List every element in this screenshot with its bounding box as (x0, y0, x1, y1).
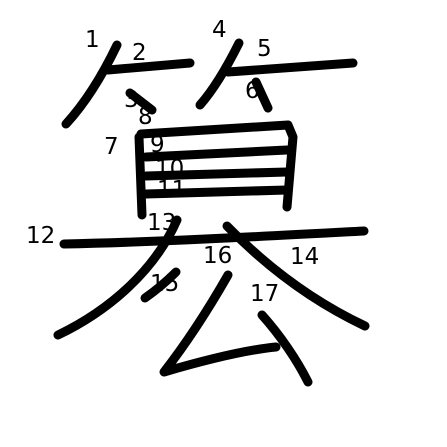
stroke-number-2: 2 (132, 40, 147, 66)
stroke-7 (134, 132, 147, 220)
stroke-4 (195, 38, 244, 110)
stroke-number-11: 11 (157, 177, 186, 203)
stroke-10 (141, 167, 292, 181)
stroke-16 (159, 270, 281, 377)
stroke-number-5: 5 (257, 36, 272, 62)
stroke-number-13: 13 (147, 210, 176, 236)
stroke-number-14: 14 (290, 244, 319, 270)
stroke-12 (59, 226, 369, 249)
stroke-11 (141, 185, 292, 199)
stroke-number-16: 16 (203, 243, 232, 269)
stroke-14 (222, 221, 370, 331)
stroke-15 (140, 267, 181, 303)
stroke-number-15: 15 (150, 271, 179, 297)
stroke-number-17: 17 (250, 281, 279, 307)
stroke-5 (223, 58, 358, 77)
stroke-number-1: 1 (85, 27, 100, 53)
stroke-6 (251, 77, 273, 113)
stroke-3 (125, 88, 157, 115)
stroke-number-labels: 1 2 3 4 5 6 7 8 9 10 11 12 13 14 15 16 1… (26, 17, 319, 307)
stroke-13 (53, 215, 182, 340)
stroke-number-3: 3 (124, 87, 139, 113)
stroke-number-9: 9 (150, 132, 165, 158)
stroke-number-12: 12 (26, 223, 55, 249)
stroke-2 (103, 58, 195, 75)
stroke-number-7: 7 (104, 134, 119, 160)
character-strokes (53, 38, 370, 387)
stroke-number-6: 6 (245, 78, 260, 104)
stroke-number-10: 10 (155, 156, 184, 182)
stroke-9 (141, 145, 292, 162)
stroke-number-8: 8 (138, 104, 153, 130)
stroke-1 (61, 40, 122, 129)
stroke-17 (257, 310, 313, 387)
stroke-number-4: 4 (212, 17, 227, 43)
